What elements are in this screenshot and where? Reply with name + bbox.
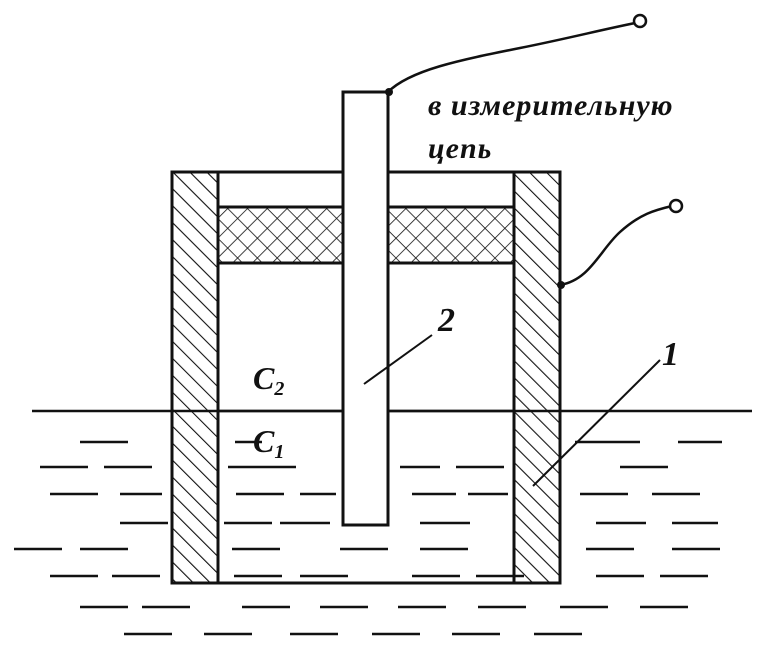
outer-electrode-right-wall: [512, 170, 562, 585]
outer-electrode-wire-joint: [557, 281, 565, 289]
caption-line-1: в измерительную: [428, 89, 674, 122]
leader-line-1: [532, 359, 661, 487]
caption-line-2: цепь: [428, 132, 492, 165]
label-inner-electrode: 2: [437, 302, 455, 339]
inner-terminal-icon: [632, 13, 648, 29]
label-capacitance-upper: C2: [253, 360, 284, 400]
label-outer-electrode: 1: [662, 336, 679, 373]
leader-line-2: [363, 334, 433, 385]
outer-electrode-left-wall: [170, 170, 220, 585]
label-capacitance-lower: C1: [253, 423, 284, 463]
insulator-left: [216, 205, 345, 265]
inner-electrode-wire-joint: [385, 88, 393, 96]
outer-terminal-icon: [668, 198, 684, 214]
insulator-right: [386, 205, 516, 265]
inner-electrode-wire: [387, 20, 641, 93]
outer-electrode-wire: [559, 204, 673, 287]
inner-electrode-rod: [341, 90, 390, 527]
